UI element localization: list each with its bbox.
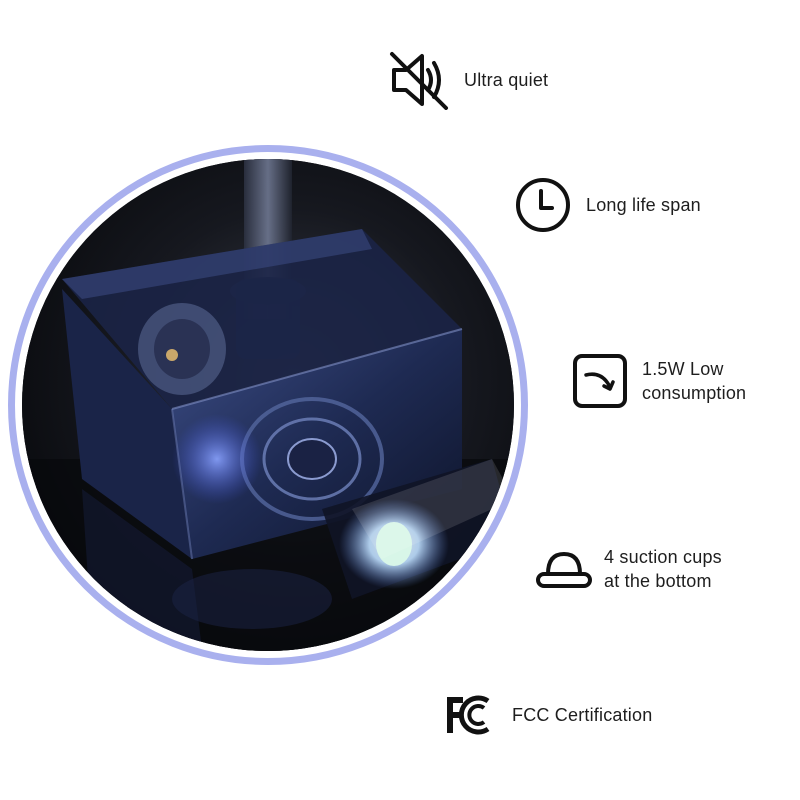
feature-label: 4 suction cups at the bottom (604, 547, 722, 591)
fcc-logo-icon (444, 694, 494, 736)
feature-low-consumption: 1.5W Low consumption (572, 353, 746, 409)
feature-fcc-certification: FCC Certification (444, 694, 652, 736)
suction-cup-icon (534, 546, 594, 592)
feature-suction-cups: 4 suction cups at the bottom (534, 545, 722, 593)
clock-icon (514, 176, 572, 234)
feature-label: FCC Certification (512, 705, 653, 725)
feature-label: 1.5W Low consumption (642, 359, 747, 403)
feature-label: Ultra quiet (464, 70, 549, 90)
feature-label: Long life span (586, 195, 701, 215)
low-consumption-arrow-icon (572, 353, 628, 409)
product-photo (22, 159, 514, 651)
feature-ultra-quiet: Ultra quiet (388, 50, 548, 110)
speaker-muted-icon (388, 50, 450, 110)
feature-long-life-span: Long life span (514, 176, 701, 234)
water-pump-illustration (22, 159, 514, 651)
